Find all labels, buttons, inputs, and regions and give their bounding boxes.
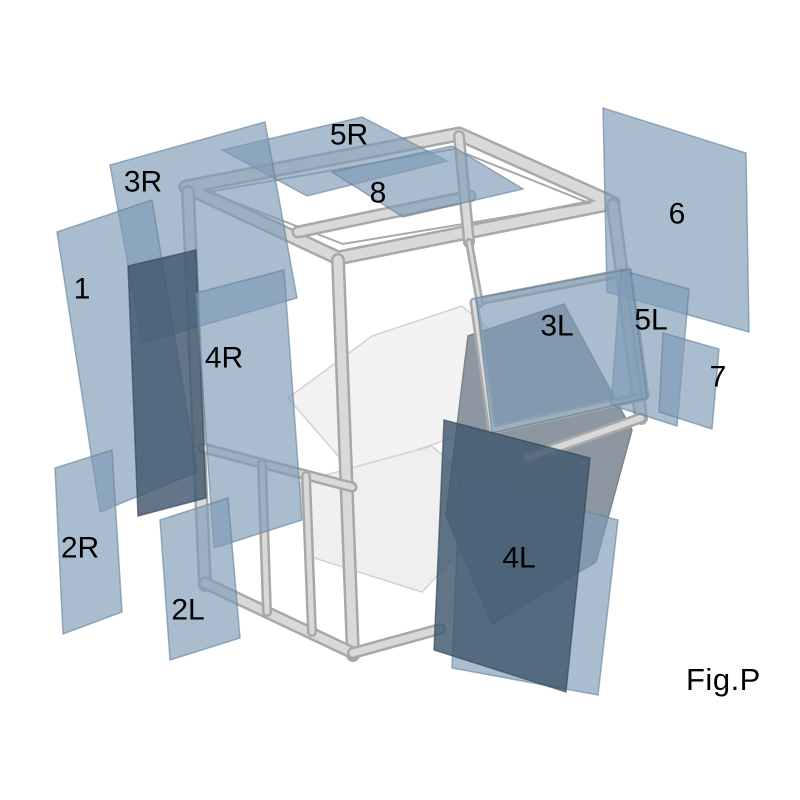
panel-label-3L: 3L: [540, 310, 573, 343]
panel-glass-8: [330, 145, 525, 218]
figure-caption: Fig.P: [686, 662, 761, 697]
cab-front-right-pillar: [333, 255, 358, 660]
panel-glass-4R: [195, 269, 303, 550]
panel-label-3R: 3R: [124, 166, 162, 199]
panel-label-5L: 5L: [634, 304, 667, 337]
panel-label-1: 1: [74, 273, 91, 306]
panel-label-8: 8: [370, 177, 387, 210]
panel-glass-7: [658, 332, 720, 431]
panel-glass-3L: [475, 268, 648, 434]
panel-label-6: 6: [669, 198, 686, 231]
cab-rear-left-edge: [467, 240, 482, 306]
panel-label-5R: 5R: [330, 119, 368, 152]
panel-label-7: 7: [710, 361, 727, 394]
panel-glass-4L: [433, 419, 591, 693]
panel-label-4L: 4L: [502, 542, 535, 575]
cab-base-front: [349, 625, 444, 657]
panel-glass-2R: [54, 448, 123, 636]
panel-label-2R: 2R: [61, 532, 99, 565]
panel-glass-2L: [159, 496, 241, 662]
panel-glass-1-edge: [127, 249, 207, 517]
cab-door-post-mid: [303, 473, 315, 635]
panel-label-2L: 2L: [171, 594, 204, 627]
panel-label-4R: 4R: [205, 342, 243, 375]
